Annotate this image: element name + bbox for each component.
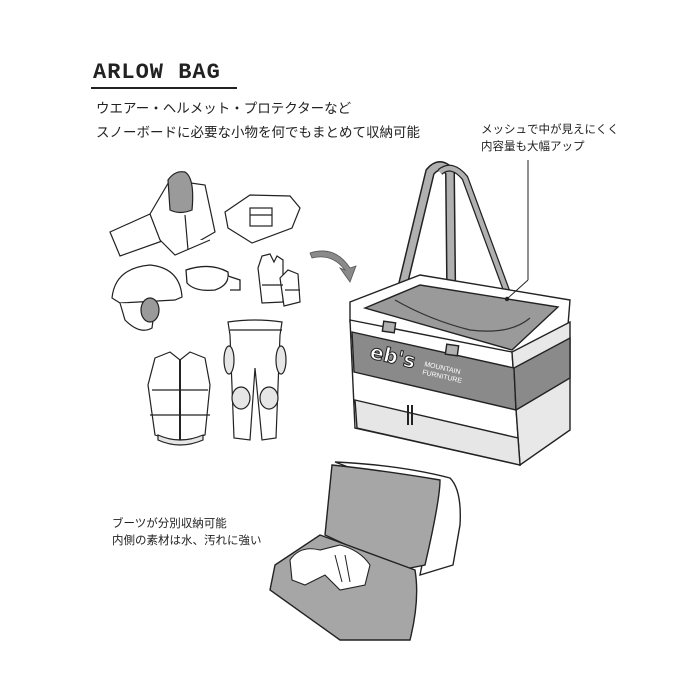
protector-vest-icon <box>147 351 211 446</box>
description-line-2: スノーボードに必要な小物を何でもまとめて収納可能 <box>96 125 420 141</box>
jacket-icon <box>109 171 216 257</box>
mesh-callout-line-1: メッシュで中が見えにくく <box>481 122 619 136</box>
boots-callout-line-2: 内側の素材は水、汚れに強い <box>112 533 262 547</box>
description: ウエアー・ヘルメット・プロテクターなど スノーボードに必要な小物を何でもまとめて… <box>96 97 420 145</box>
mesh-top <box>362 284 560 351</box>
protector-pants-icon <box>223 319 287 441</box>
arrow-icon <box>309 250 357 283</box>
page-title: ARLOW BAG <box>93 60 221 85</box>
gloves-icon <box>257 253 301 307</box>
mesh-callout: メッシュで中が見えにくく 内容量も大幅アップ <box>481 121 619 155</box>
arlow-bag-illustration <box>349 160 571 467</box>
boots-callout: ブーツが分別収納可能 内側の素材は水、汚れに強い <box>112 515 262 549</box>
helmet-icon <box>111 264 183 331</box>
goggles-icon <box>185 265 241 291</box>
title-underline <box>91 87 237 89</box>
boots-compartment-illustration <box>269 461 461 641</box>
boots-icon <box>289 544 371 591</box>
description-line-1: ウエアー・ヘルメット・プロテクターなど <box>96 101 352 117</box>
shirt-icon <box>224 194 301 244</box>
boots-callout-line-1: ブーツが分別収納可能 <box>112 516 227 530</box>
mesh-callout-line-2: 内容量も大幅アップ <box>481 139 585 153</box>
